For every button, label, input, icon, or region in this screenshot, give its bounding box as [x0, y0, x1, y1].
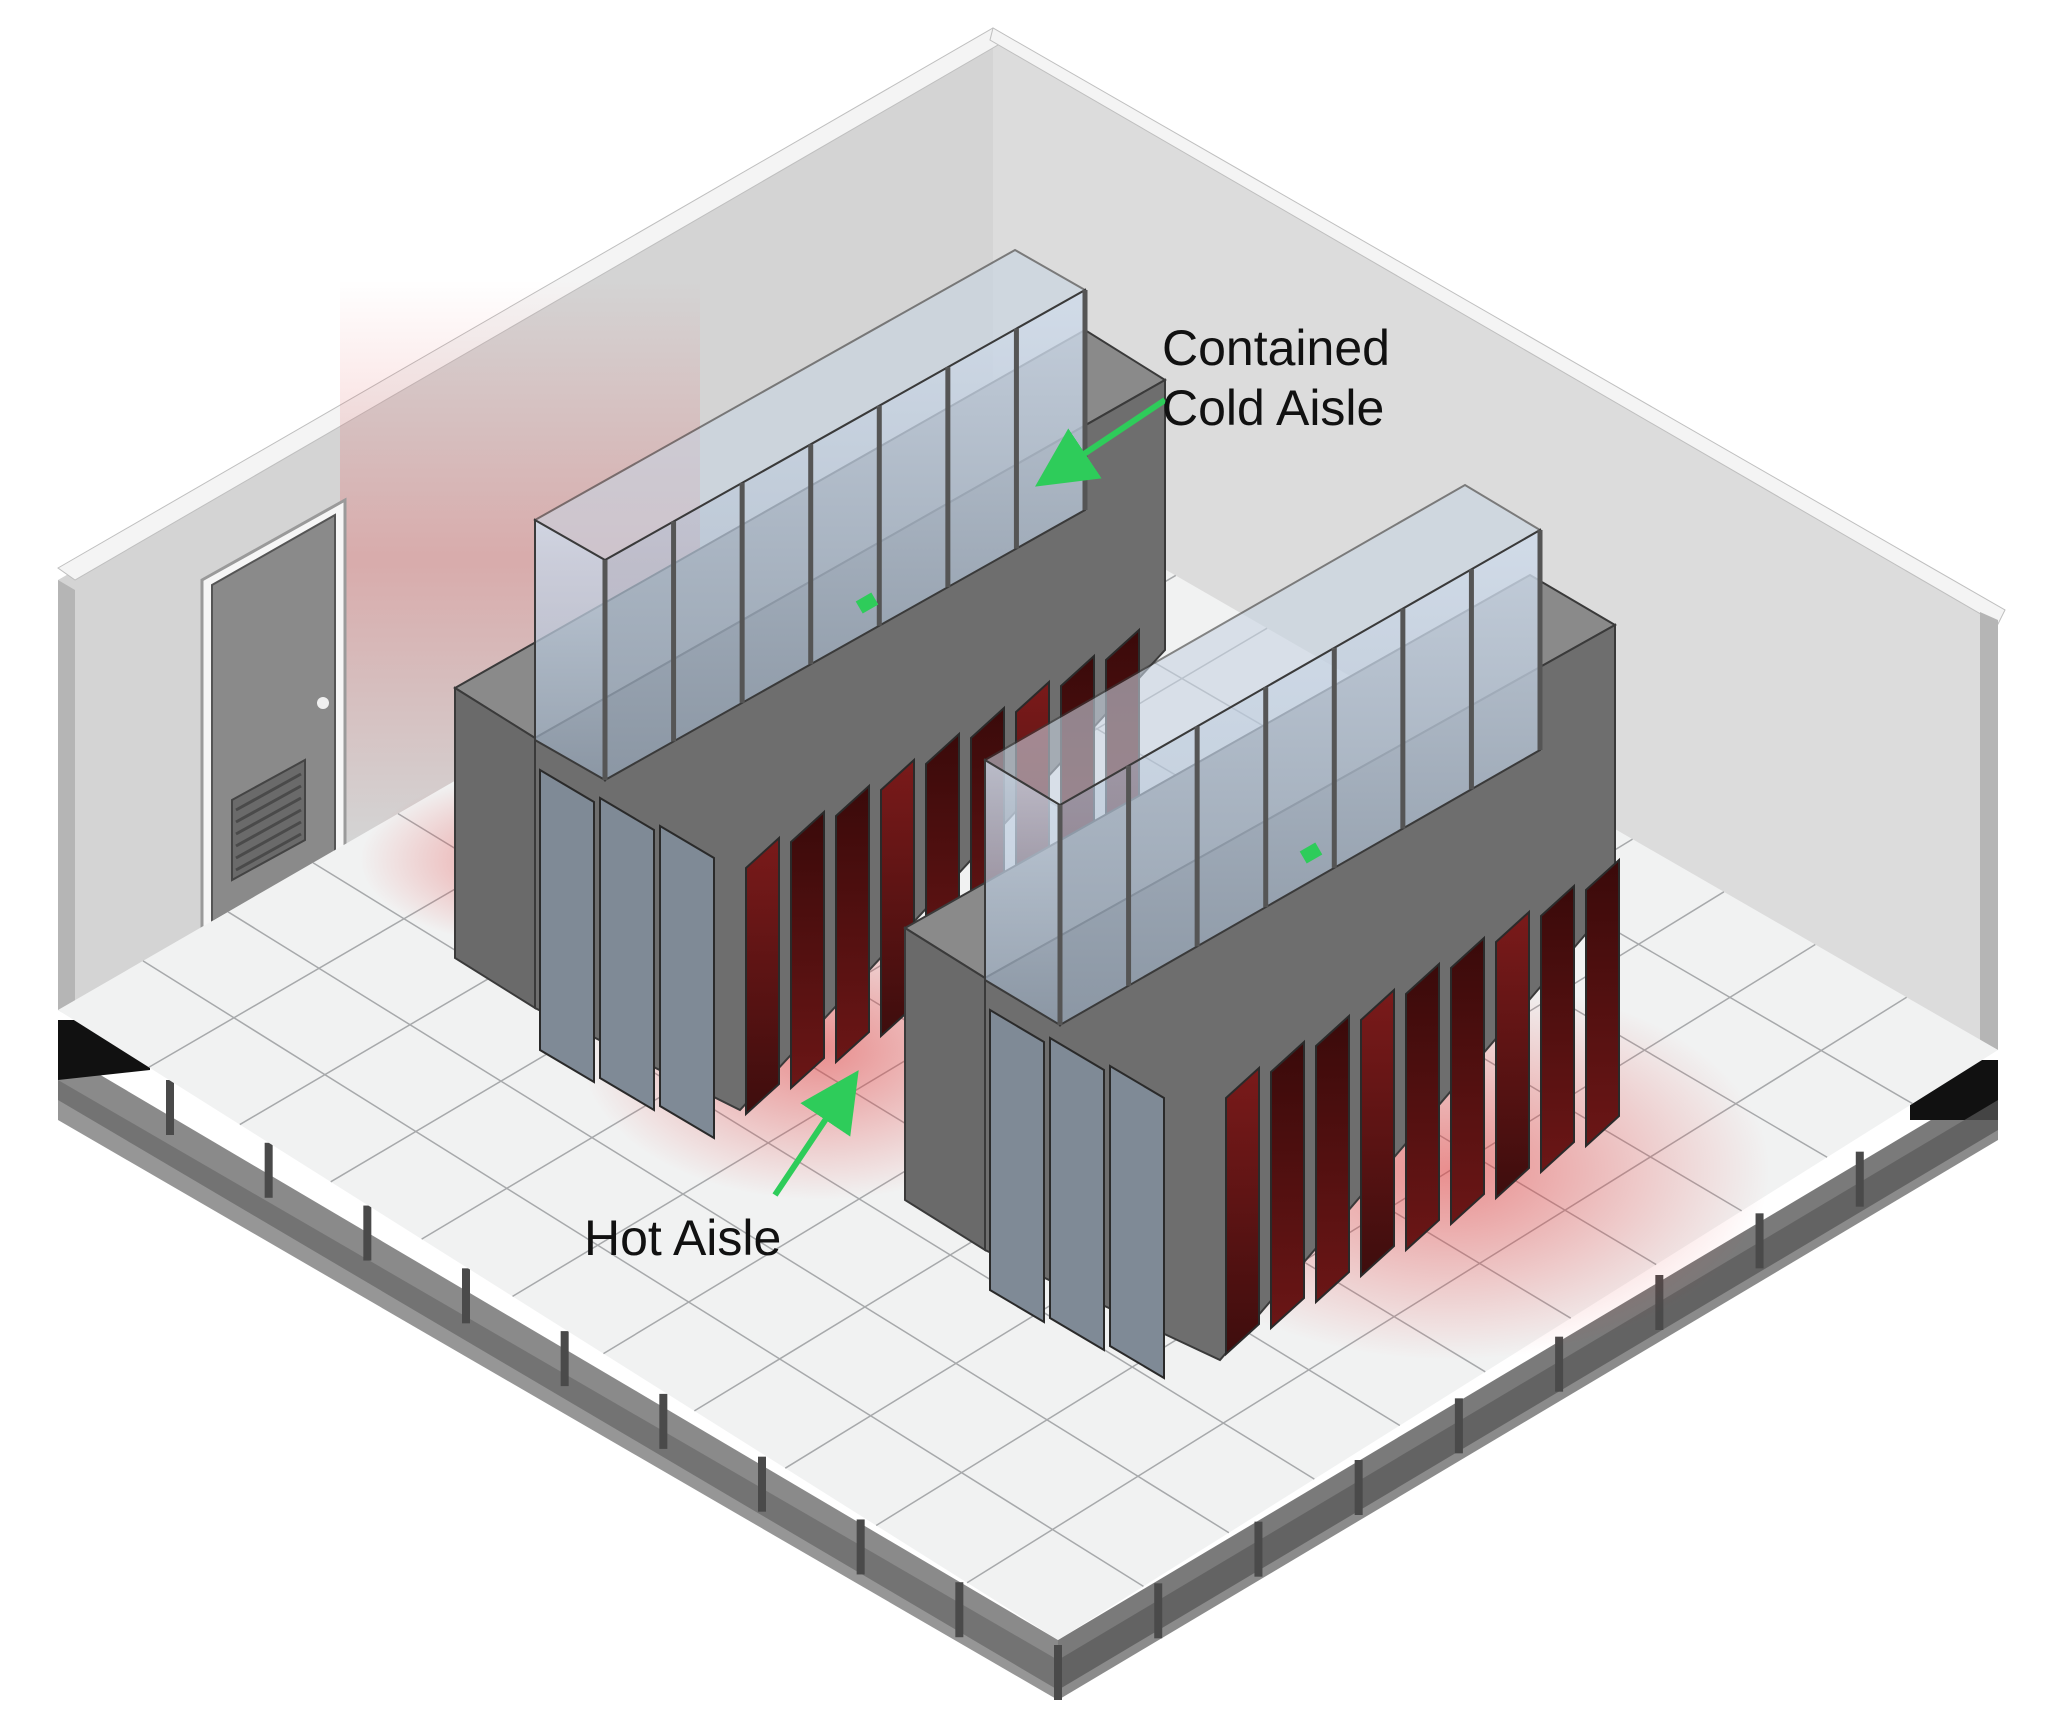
left-wall-edge — [58, 580, 75, 1020]
rack-row-front-hot-panels — [1225, 857, 1620, 1357]
pedestal — [1154, 1583, 1163, 1639]
hot-panel — [1225, 1065, 1260, 1357]
tile-line — [227, 911, 1230, 1534]
cold-aisle-enclosure-back — [532, 248, 1088, 782]
pedestal — [1354, 1460, 1363, 1515]
pedestal — [1555, 1336, 1564, 1392]
hot-panel — [1495, 909, 1530, 1201]
hot-panel — [790, 809, 825, 1091]
hot-panel — [745, 835, 780, 1117]
rack-door — [989, 1008, 1045, 1324]
hot-panel — [1315, 1013, 1350, 1305]
status-light — [855, 592, 879, 614]
right-wall-edge — [1980, 612, 1998, 1050]
pedestal — [1755, 1213, 1764, 1269]
status-light — [1299, 842, 1323, 864]
raised-floor-plenum — [58, 1020, 1998, 1700]
pedestal — [758, 1456, 766, 1512]
hot-panel — [1585, 857, 1620, 1149]
pedestal — [264, 1142, 273, 1198]
contained-cold-aisle-label-line2: Cold Aisle — [1162, 380, 1385, 436]
hot-panel — [1540, 883, 1575, 1175]
rack-door — [599, 796, 655, 1112]
pedestal — [560, 1331, 569, 1387]
pedestal — [1054, 1645, 1062, 1700]
rack-row-back-front-doors — [539, 768, 715, 1140]
pedestal — [1254, 1521, 1263, 1577]
pedestal — [462, 1268, 470, 1324]
enclosure-back-left-end — [534, 518, 606, 782]
green-arrow-icon — [1035, 397, 1167, 487]
hot-panel — [835, 783, 870, 1065]
pedestal — [1855, 1151, 1864, 1207]
enclosure-front-frames — [1057, 530, 1543, 1025]
hot-aisle-label: Hot Aisle — [584, 1210, 782, 1266]
pedestal — [363, 1205, 372, 1261]
pedestal — [856, 1519, 865, 1575]
plenum-under-left — [58, 1080, 1058, 1700]
pedestal — [1454, 1398, 1463, 1454]
vent-grille-icon — [231, 758, 306, 882]
enclosure-back-frames — [602, 290, 1088, 780]
tile-line — [142, 960, 1144, 1587]
hot-panel — [1360, 987, 1395, 1279]
pedestal — [166, 1080, 174, 1135]
rack-door — [659, 824, 715, 1140]
door-knob — [317, 697, 329, 709]
enclosure-front-left-end — [984, 758, 1061, 1027]
pedestal — [659, 1393, 668, 1449]
cold-aisle-enclosure-front — [983, 483, 1543, 1027]
rack-row-back-left-end — [454, 686, 536, 1010]
door-icon — [200, 497, 347, 943]
rack-row-front-front-doors — [989, 1008, 1165, 1380]
rack-door — [1049, 1036, 1105, 1352]
rack-door — [1109, 1064, 1165, 1380]
contained-cold-aisle-label: Contained Cold Aisle — [1162, 318, 1390, 438]
hot-panel — [1270, 1039, 1305, 1331]
rack-door — [539, 768, 595, 1084]
hot-panel — [1450, 935, 1485, 1227]
hot-panel — [1405, 961, 1440, 1253]
pedestal — [955, 1582, 964, 1638]
rack-row-front-left-end — [904, 926, 986, 1252]
green-arrow-icon — [772, 1070, 859, 1197]
contained-cold-aisle-label-line1: Contained — [1162, 320, 1390, 376]
